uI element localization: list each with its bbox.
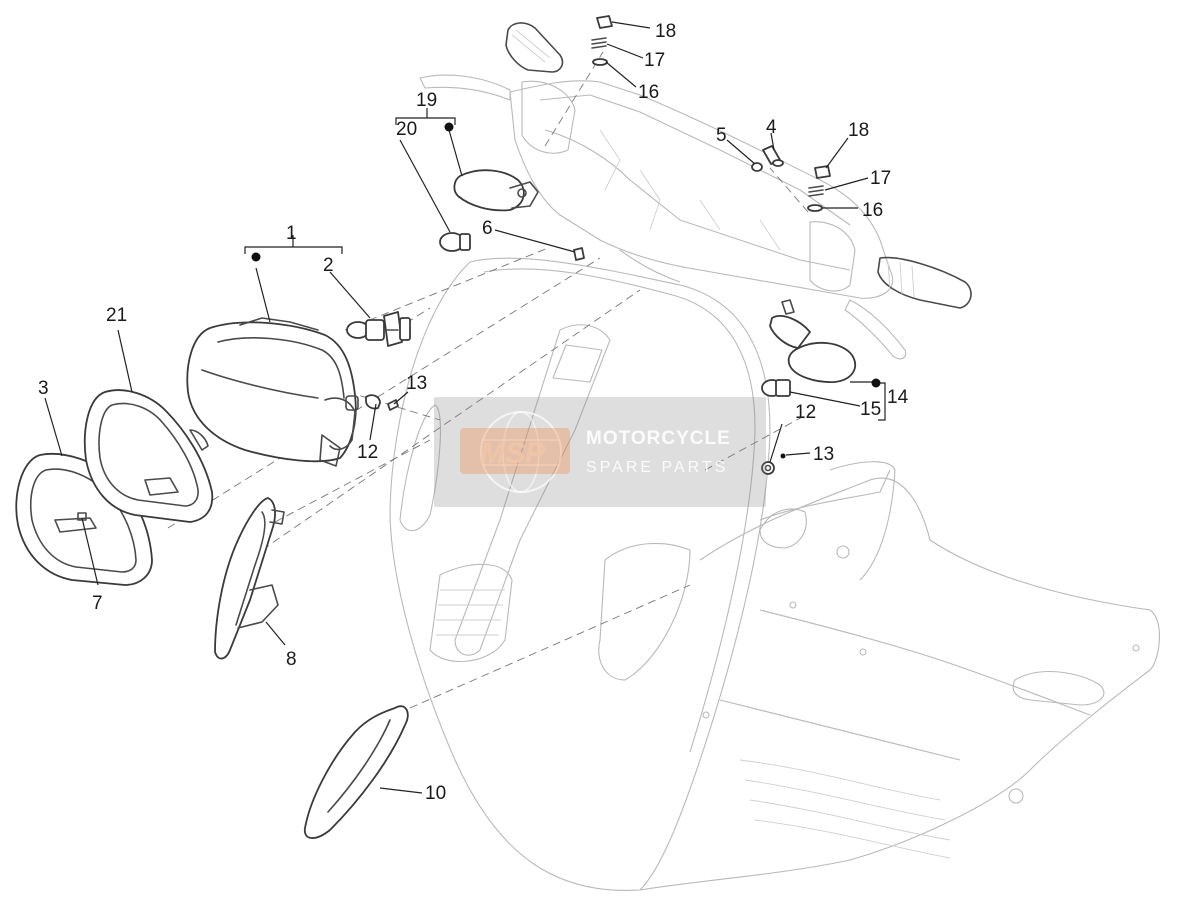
watermark-subtitle: SPARE PARTS — [586, 459, 728, 476]
assembly-guide-lines — [167, 51, 816, 709]
callout-17-upper: 17 — [644, 50, 665, 71]
part-12-grommet-right[interactable] — [761, 461, 775, 475]
part-19-left-turn-indicator[interactable] — [453, 169, 539, 212]
kit-member-dots — [251, 122, 881, 388]
part-8-front-indicator-lens[interactable] — [214, 497, 285, 660]
kit-dot-14 — [871, 378, 881, 388]
callout-1: 1 — [286, 223, 297, 244]
part-12-grommet-left[interactable] — [365, 394, 381, 410]
callout-16-upper: 16 — [638, 82, 659, 103]
part-5-washer[interactable] — [751, 162, 763, 172]
callout-5: 5 — [716, 125, 727, 146]
callout-12-left: 12 — [357, 442, 378, 463]
callout-19: 19 — [416, 90, 437, 111]
msp-watermark: MSP MOTORCYCLE SPARE PARTS — [434, 397, 766, 507]
part-21-headlamp-frame[interactable] — [83, 389, 214, 523]
part-17-spring-right[interactable] — [808, 185, 824, 197]
callout-13-right: 13 — [813, 444, 834, 465]
part-18-nut-right[interactable] — [814, 165, 831, 179]
part-16-washer-upper[interactable] — [592, 58, 608, 66]
part-13-screw-right[interactable] — [780, 453, 786, 459]
part-18-nut-upper[interactable] — [596, 15, 613, 29]
part-14-right-turn-indicator[interactable] — [769, 299, 857, 383]
callout-15: 15 — [860, 399, 881, 420]
callout-18-upper: 18 — [655, 21, 676, 42]
callout-7: 7 — [92, 593, 103, 614]
callout-3: 3 — [38, 378, 49, 399]
callout-17-right: 17 — [870, 168, 891, 189]
part-15-indicator-bulb-right[interactable] — [761, 379, 791, 397]
part-10-lower-lens[interactable] — [303, 705, 409, 839]
callout-20: 20 — [396, 119, 417, 140]
scooter-front-shield-ghost — [389, 257, 1161, 892]
part-16-washer-right[interactable] — [807, 204, 823, 212]
kit-dot-19 — [444, 122, 454, 132]
callout-2: 2 — [323, 255, 334, 276]
part-4-bolt[interactable] — [762, 145, 784, 167]
callout-10: 10 — [425, 783, 446, 804]
callout-6: 6 — [482, 218, 493, 239]
kit-dot-1 — [251, 252, 261, 262]
callout-8: 8 — [286, 649, 297, 670]
callout-13-left: 13 — [406, 373, 427, 394]
callout-4: 4 — [766, 117, 777, 138]
leader-lines — [44, 21, 886, 794]
watermark-title: MOTORCYCLE — [586, 428, 731, 449]
callout-labels: 1 2 3 4 5 6 7 8 10 12 12 13 13 14 15 16 … — [38, 21, 909, 804]
callout-14: 14 — [887, 387, 909, 408]
callout-16-right: 16 — [862, 200, 883, 221]
part-17-spring-upper[interactable] — [591, 37, 607, 49]
part-2-headlamp-bulb[interactable] — [346, 311, 411, 347]
watermark-logo-text: MSP — [480, 437, 546, 470]
callout-21: 21 — [106, 305, 127, 326]
part-1-headlamp-unit[interactable] — [186, 317, 359, 467]
globe-logo-icon — [460, 411, 570, 493]
part-6-screw[interactable] — [573, 247, 585, 261]
callout-18-right: 18 — [848, 120, 869, 141]
callout-12-right: 12 — [795, 402, 816, 423]
part-20-indicator-bulb-left[interactable] — [439, 232, 471, 252]
handlebar-assembly-ghost — [419, 22, 972, 360]
